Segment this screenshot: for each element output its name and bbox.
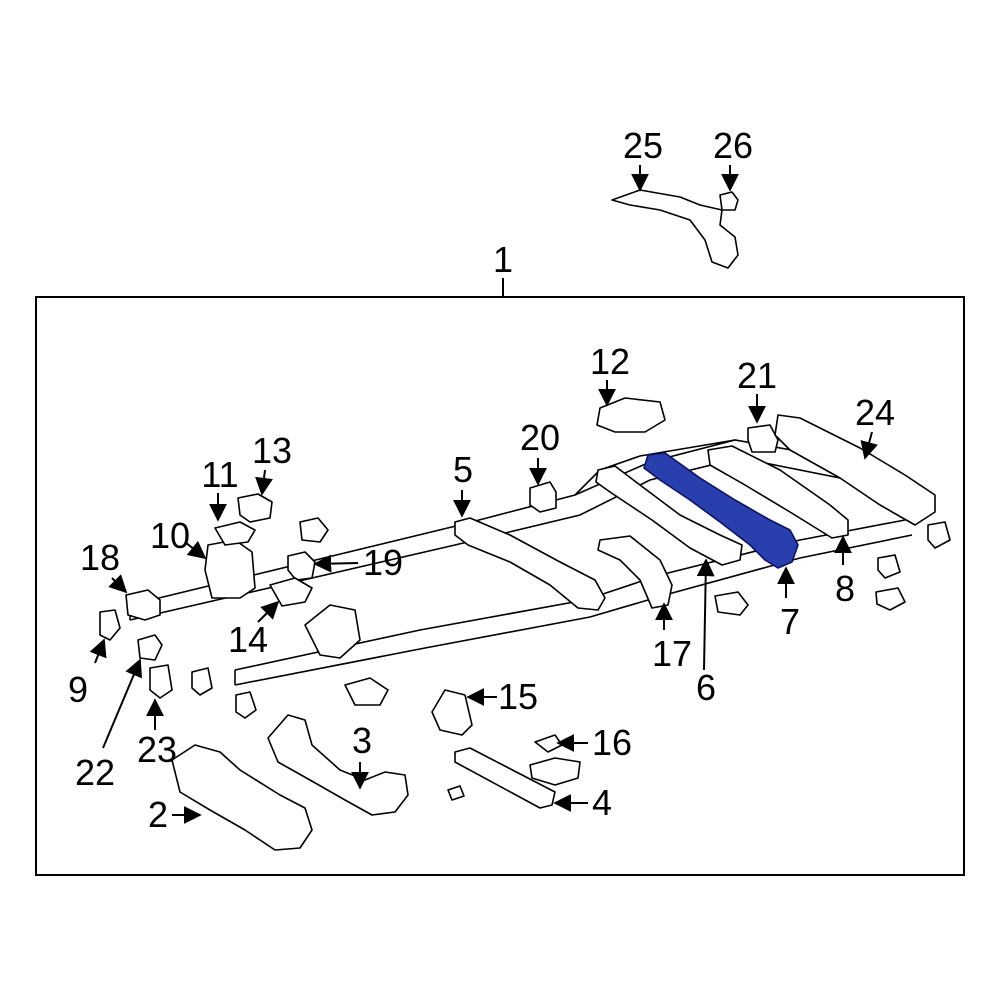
- part-22-clip: [137, 634, 163, 661]
- part-14-bracket: [269, 577, 313, 607]
- front-engine-mount: [304, 604, 361, 659]
- callout-2: 2: [148, 794, 168, 835]
- part-9-clip: [99, 609, 121, 641]
- part-4-mount: [529, 757, 581, 786]
- callout-12: 12: [590, 341, 630, 382]
- callout-5: 5: [453, 449, 473, 490]
- part-24-crossmember: [774, 414, 936, 526]
- callout-25: 25: [623, 125, 663, 166]
- small-bracket-d: [714, 591, 749, 616]
- callout-6: 6: [696, 667, 716, 708]
- part-8-crossmember: [707, 445, 849, 539]
- callout-1: 1: [493, 239, 513, 280]
- callout-3: 3: [352, 720, 372, 761]
- callout-4: 4: [592, 782, 612, 823]
- frame-assembly-border: [35, 296, 965, 876]
- small-bracket-f: [875, 587, 906, 611]
- callout-18: 18: [80, 537, 120, 578]
- callout-24: 24: [855, 392, 895, 433]
- callout-14: 14: [228, 619, 268, 660]
- callout-22: 22: [75, 752, 115, 793]
- callout-21: 21: [737, 355, 777, 396]
- part-6-crossmember: [595, 465, 743, 566]
- small-bracket-e: [877, 554, 901, 579]
- small-bracket-b: [235, 691, 257, 719]
- bolt: [447, 785, 465, 801]
- part-10-mount: [204, 539, 256, 599]
- part-4-bar: [454, 747, 556, 809]
- callout-11: 11: [201, 454, 238, 495]
- part-18-block: [125, 589, 161, 621]
- part-3-crossmember: [267, 714, 409, 816]
- callout-7: 7: [780, 601, 800, 642]
- small-bracket-h: [299, 517, 329, 543]
- leader-lines: [89, 165, 878, 824]
- small-bracket-a: [191, 667, 213, 696]
- part-15-bracket: [431, 689, 473, 736]
- callout-17: 17: [652, 633, 692, 674]
- part-2-subframe: [171, 744, 313, 851]
- part-20-block: [529, 481, 557, 513]
- callout-13: 13: [252, 430, 292, 471]
- callout-15: 15: [498, 676, 538, 717]
- part-17-bracket: [597, 535, 673, 609]
- callout-16: 16: [592, 722, 632, 763]
- part-11-cap: [214, 521, 256, 546]
- part-19-bracket: [287, 551, 316, 581]
- small-bracket-c: [344, 677, 389, 706]
- part-16-pad: [534, 734, 563, 753]
- part-25-bracket: [611, 189, 739, 269]
- part-13-cap: [237, 493, 273, 523]
- callout-20: 20: [520, 417, 560, 458]
- part-7-crossmember-highlighted: [643, 452, 799, 569]
- part-23-clip: [149, 664, 173, 699]
- callout-10: 10: [150, 515, 190, 556]
- callout-23: 23: [137, 729, 177, 770]
- callout-9: 9: [68, 669, 88, 710]
- callout-8: 8: [835, 568, 855, 609]
- part-21-block: [747, 424, 779, 453]
- callout-labels: 1 25 26 12 21 24 20 5 13 11 10 18 19 14 …: [68, 125, 895, 835]
- part-5-crossmember: [454, 517, 606, 611]
- callout-19: 19: [363, 542, 403, 583]
- small-bracket-g: [927, 521, 951, 549]
- part-26-clip: [719, 191, 739, 211]
- callout-26: 26: [713, 125, 753, 166]
